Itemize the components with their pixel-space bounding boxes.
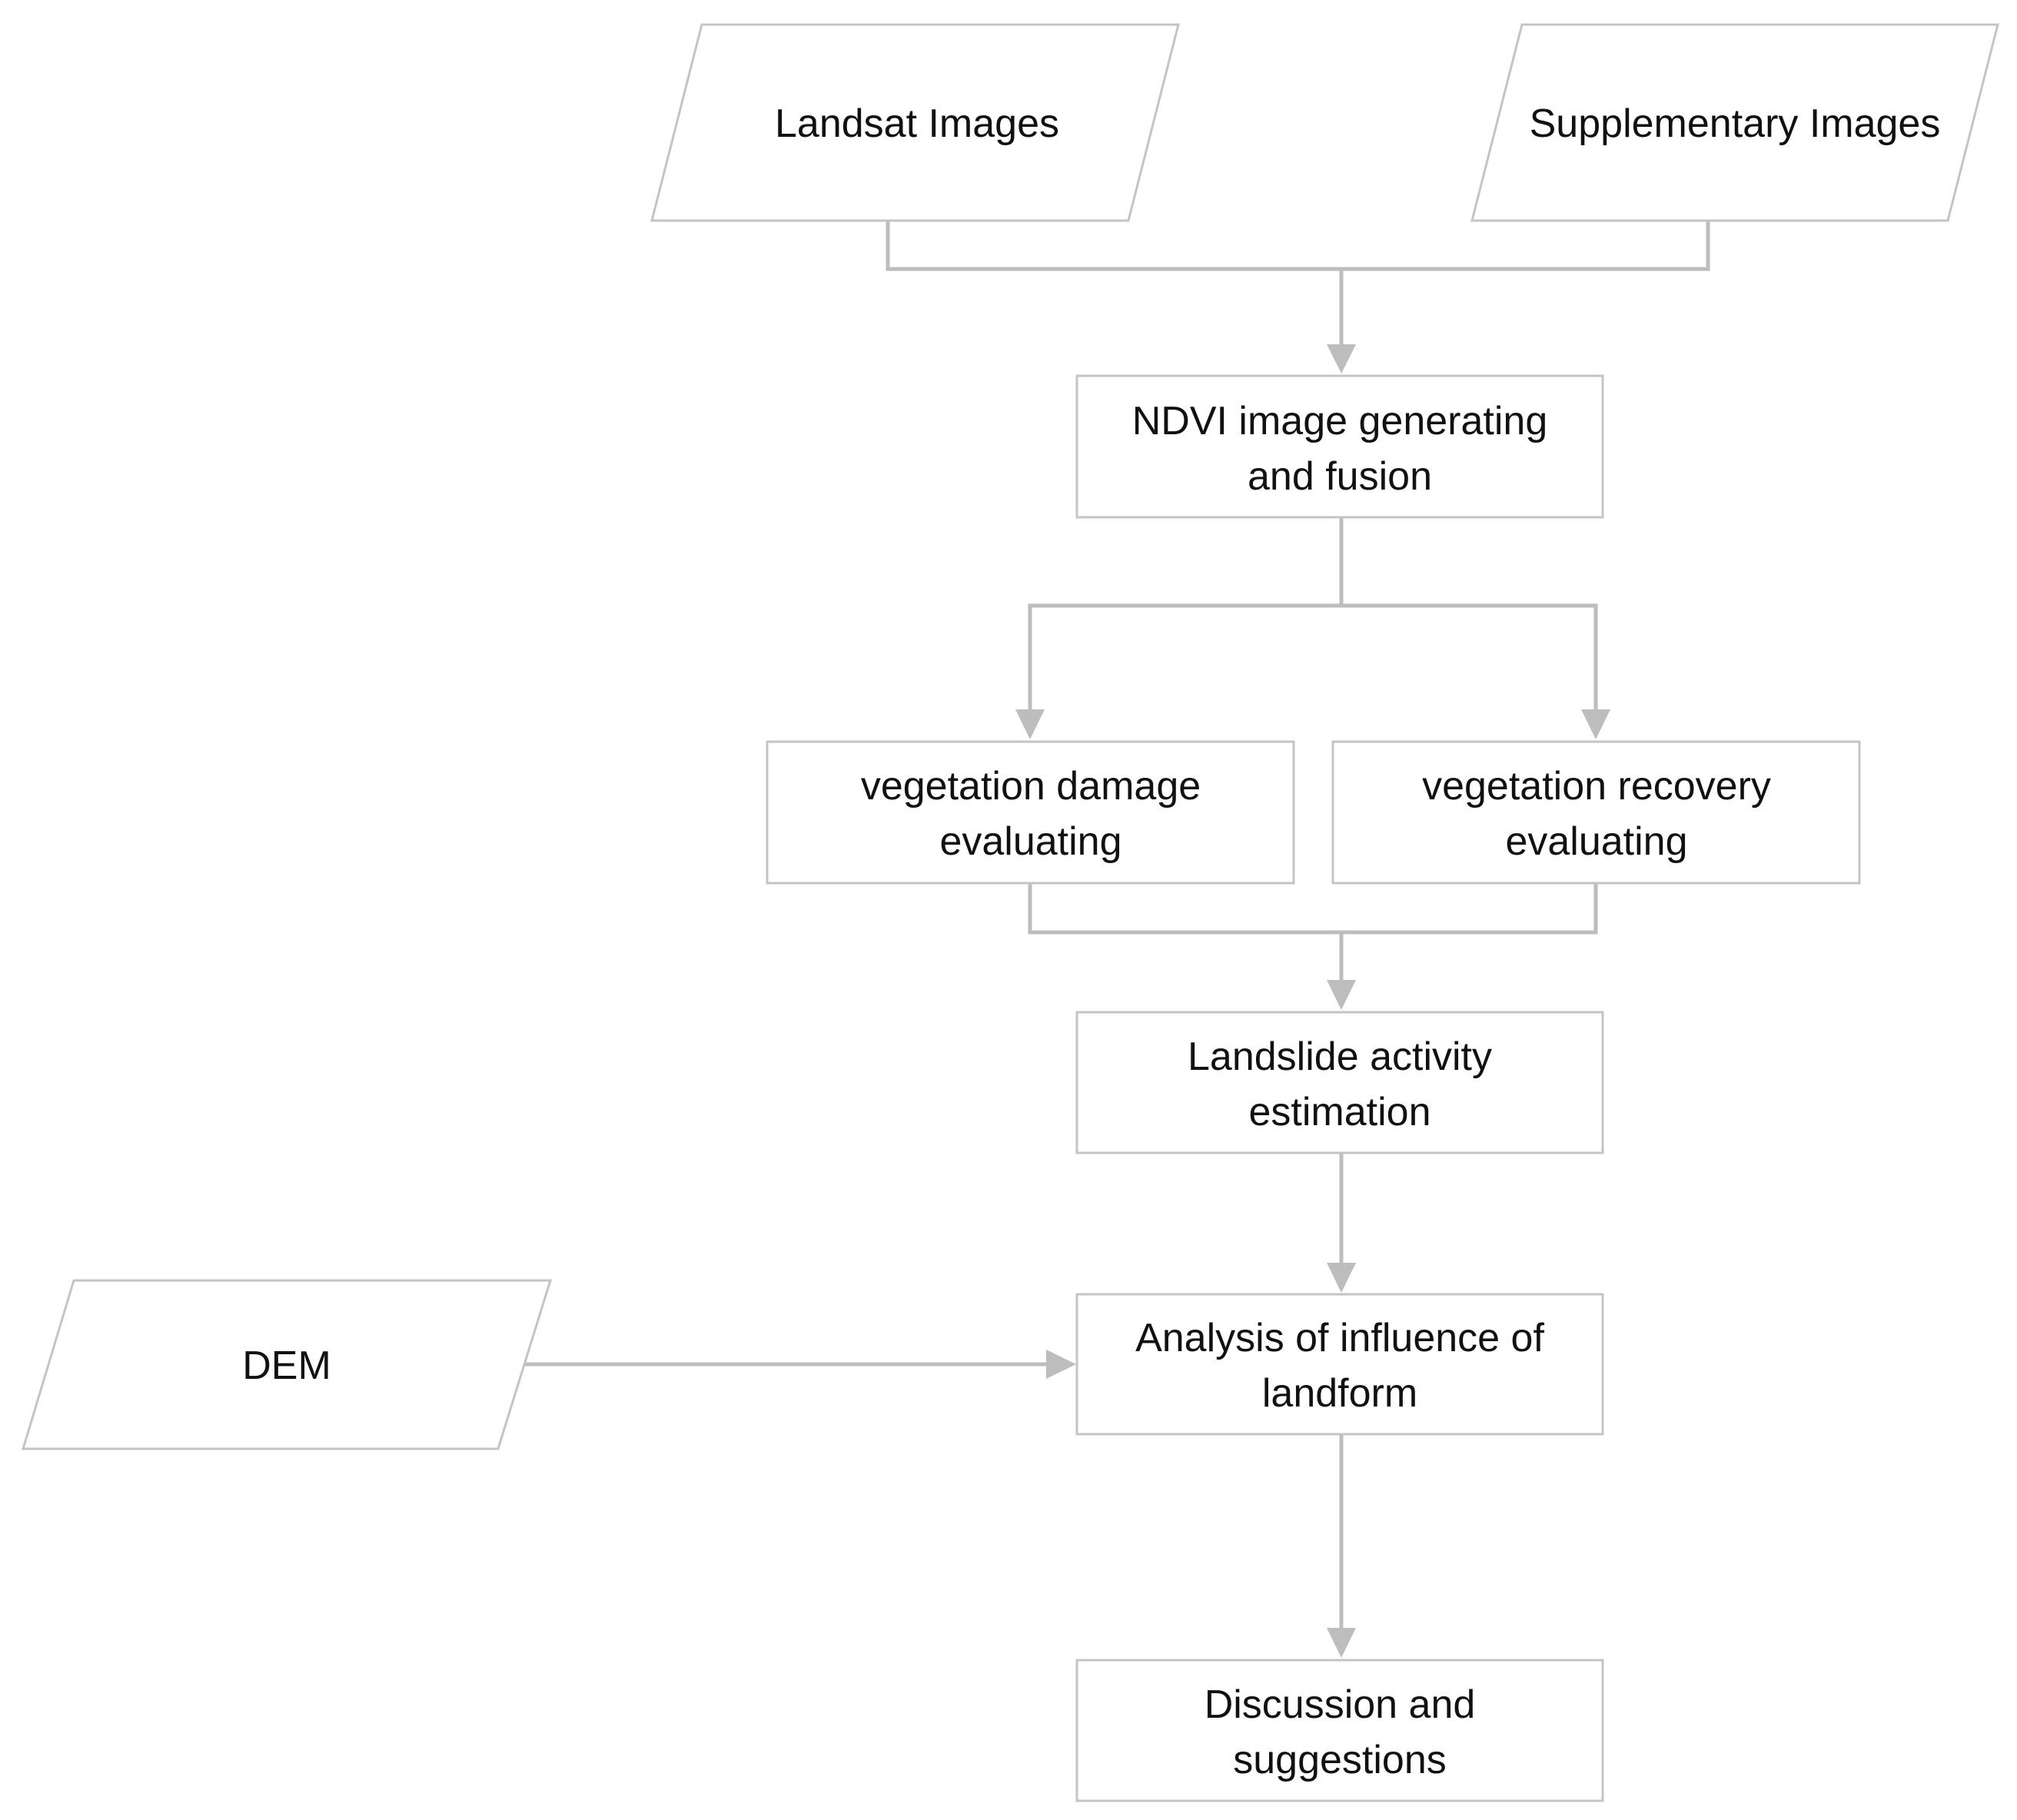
arrowhead-recovery: [1581, 709, 1610, 739]
arrowhead-dem: [1046, 1350, 1076, 1379]
step-vegetation-recovery: vegetation recovery evaluating: [1331, 740, 1861, 885]
input-dem: DEM: [21, 1279, 553, 1450]
influence-box: [1075, 1293, 1604, 1436]
damage-box: [766, 740, 1295, 885]
dem-label: DEM: [242, 1343, 331, 1388]
damage-label-line-1: vegetation damage: [861, 764, 1201, 809]
arrowhead-landslide: [1327, 980, 1356, 1010]
arrowhead-damage: [1015, 709, 1045, 739]
discussion-label-line-1: Discussion and: [1205, 1682, 1476, 1727]
input-supplementary-images: Supplementary Images: [1470, 23, 1999, 222]
connector-split: [1028, 603, 1598, 711]
recovery-box: [1331, 740, 1861, 885]
arrowhead-discussion: [1327, 1628, 1356, 1658]
landsat-parallelogram: [650, 23, 1180, 222]
damage-label-line-2: evaluating: [939, 819, 1121, 864]
step-vegetation-damage: vegetation damage evaluating: [766, 740, 1295, 885]
dem-parallelogram: [21, 1279, 553, 1450]
recovery-label-line-1: vegetation recovery: [1422, 764, 1771, 809]
connector-landsat-merge: [886, 221, 1710, 271]
connectors: [523, 221, 1710, 1658]
landslide-box: [1075, 1011, 1604, 1154]
supplementary-parallelogram: [1470, 23, 1999, 222]
discussion-box: [1075, 1659, 1604, 1802]
step-landslide-activity: Landslide activity estimation: [1075, 1011, 1604, 1154]
arrowhead-ndvi: [1327, 344, 1356, 374]
ndvi-box: [1075, 374, 1604, 519]
step-landform-influence: Analysis of influence of landform: [1075, 1293, 1604, 1436]
supplementary-label: Supplementary Images: [1530, 101, 1941, 146]
ndvi-label-line-2: and fusion: [1248, 454, 1432, 499]
influence-label-line-1: Analysis of influence of: [1135, 1316, 1544, 1360]
landslide-label-line-2: estimation: [1249, 1090, 1431, 1134]
step-discussion: Discussion and suggestions: [1075, 1659, 1604, 1802]
recovery-label-line-2: evaluating: [1505, 819, 1687, 864]
discussion-label-line-2: suggestions: [1233, 1738, 1447, 1782]
ndvi-label-line-1: NDVI image generating: [1132, 399, 1548, 443]
connector-evaluation-merge: [1028, 883, 1598, 935]
step-ndvi: NDVI image generating and fusion: [1075, 374, 1604, 519]
influence-label-line-2: landform: [1262, 1371, 1417, 1416]
landslide-label-line-1: Landslide activity: [1188, 1035, 1492, 1079]
landsat-label: Landsat Images: [775, 101, 1059, 146]
arrowhead-influence: [1327, 1263, 1356, 1293]
input-landsat-images: Landsat Images: [650, 23, 1180, 222]
